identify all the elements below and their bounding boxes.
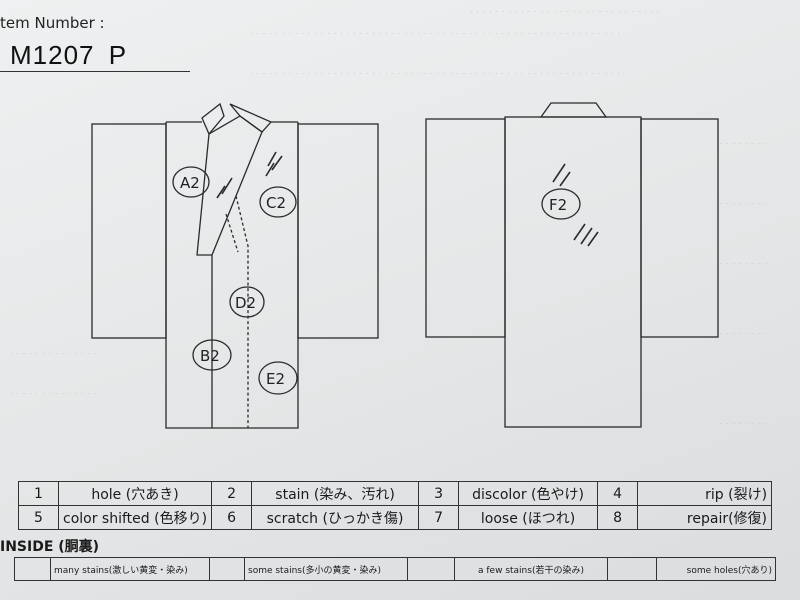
damage-code-c2: C2 [266,194,286,212]
damage-code-a2: A2 [180,174,200,192]
inside-label: some stains(多小の黄変・染み) [244,557,408,581]
inside-label: many stains(激しい黄変・染み) [50,557,210,581]
front-left-sleeve [91,123,167,339]
back-view [425,102,719,428]
background-print: · · · · · · · · · · · · · · [10,350,98,358]
item-number-underline [0,71,190,72]
background-print: · · · · · · · · [720,140,769,148]
background-print: · · · · · · · · [720,330,769,338]
damage-code-d2: D2 [235,294,256,312]
legend-number: 5 [18,505,59,530]
inside-row: many stains(激しい黄変・染み) some stains(多小の黄変・… [14,557,776,581]
collar-neck-left [201,102,225,136]
legend-label: stain (染み、汚れ) [251,481,420,506]
background-print: · · · · · · · · · · · · · · · · · · · · … [470,8,661,16]
back-body [504,116,642,428]
inside-section-title: INSIDE (胴裏) [0,539,100,555]
inside-label: some holes(穴あり) [656,557,776,581]
stain-hatching [216,151,599,247]
legend-row: 1 hole (穴あき) 2 stain (染み、汚れ) 3 discolor … [18,481,773,506]
background-print: · · · · · · · · [720,200,769,208]
legend-label: scratch (ひっかき傷) [251,505,420,530]
background-print: · · · · · · · · · · · · · · · · · · · · … [250,30,621,38]
item-number-value: M1207 P [10,40,128,70]
damage-circle-a2 [172,166,210,198]
legend-number: 7 [418,505,460,530]
legend-label: loose (ほつれ) [458,505,599,530]
back-right-sleeve [640,118,719,338]
damage-circle-b2 [192,339,232,371]
damage-circle-c2 [259,186,297,218]
back-left-sleeve [425,118,506,338]
underlap-dashed-line [225,213,239,253]
background-print: · · · · · · · · [720,420,769,428]
inside-condition-table: many stains(激しい黄変・染み) some stains(多小の黄変・… [14,557,776,581]
front-right-sleeve [297,123,379,339]
background-print: · · · · · · · · · · · · · · · · · · · · … [250,70,621,78]
legend-label: repair(修復) [637,505,773,530]
legend-number: 1 [18,481,59,506]
legend-number: 6 [211,505,253,530]
background-print: · · · · · · · · · · · · · · [10,390,98,398]
legend-number: 4 [597,481,639,506]
inside-checkbox [407,557,455,581]
damage-circle-d2 [229,286,265,318]
legend-row: 5 color shifted (色移り) 6 scratch (ひっかき傷) … [18,505,773,530]
damage-circle-f2 [541,188,581,220]
legend-label: discolor (色やけ) [458,481,599,506]
legend-label: hole (穴あき) [57,481,213,506]
damage-circle-e2 [258,361,298,395]
legend-label: rip (裂け) [637,481,773,506]
legend-number: 2 [211,481,253,506]
background-print: · · · · · · · · [720,260,769,268]
item-number-label: tem Number : [0,14,105,32]
legend-number: 8 [597,505,639,530]
damage-code-e2: E2 [266,370,285,388]
damage-legend-table: 1 hole (穴あき) 2 stain (染み、汚れ) 3 discolor … [18,481,773,530]
legend-label: color shifted (色移り) [57,505,213,530]
inside-checkbox [14,557,51,581]
damage-code-b2: B2 [200,347,220,365]
damage-code-f2: F2 [549,196,567,214]
legend-number: 3 [418,481,460,506]
front-view [91,102,379,429]
back-collar [539,102,608,118]
underlap-dashed-line [235,195,249,428]
inside-checkbox [209,557,245,581]
inside-checkbox [607,557,657,581]
inside-label: a few stains(若干の染み) [454,557,608,581]
collar-band [196,115,263,256]
front-body-outline [165,122,299,429]
